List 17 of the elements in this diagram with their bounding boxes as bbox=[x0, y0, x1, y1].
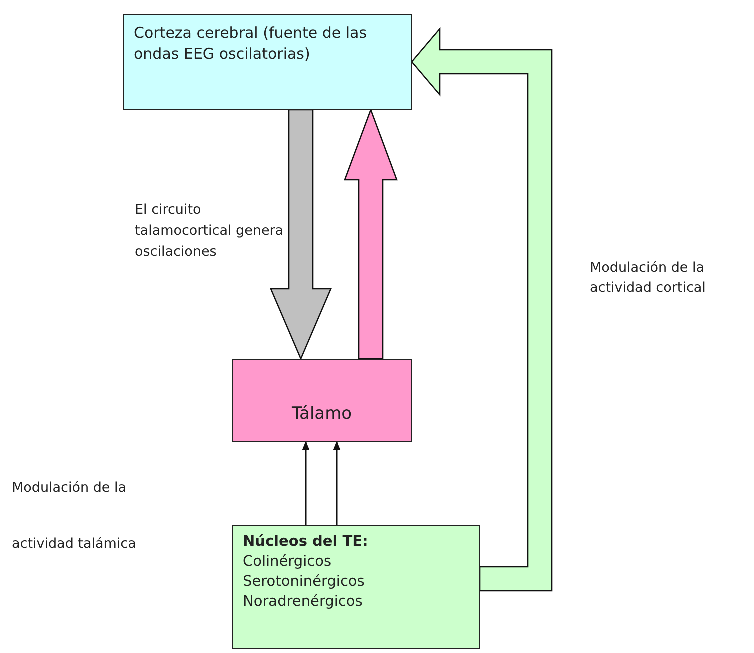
list-item: Colinérgicos bbox=[243, 553, 333, 572]
arrow bbox=[302, 441, 310, 525]
block-arrow bbox=[344, 108, 398, 360]
annotation-text: El circuito talamocortical genera oscilaciones bbox=[135, 201, 285, 262]
heading: Núcleos del TE: bbox=[243, 533, 370, 552]
node-label: Corteza cerebral (fuente de las ondas EEG oscilatorias) bbox=[134, 23, 368, 65]
arrow bbox=[333, 441, 341, 525]
node-label: Tálamo bbox=[292, 403, 352, 425]
annotation-text: Modulación de la actividad talámica bbox=[12, 479, 137, 554]
cortex-box bbox=[123, 14, 412, 110]
block-arrow bbox=[270, 109, 332, 361]
list-item: Noradrenérgicos bbox=[243, 593, 364, 612]
list-item: Serotoninérgicos bbox=[243, 573, 366, 592]
thalamus-box bbox=[232, 359, 412, 442]
block-arrow bbox=[411, 27, 553, 592]
nuclei-box bbox=[232, 525, 480, 649]
annotation-text: Modulación de la actividad cortical bbox=[590, 259, 707, 298]
